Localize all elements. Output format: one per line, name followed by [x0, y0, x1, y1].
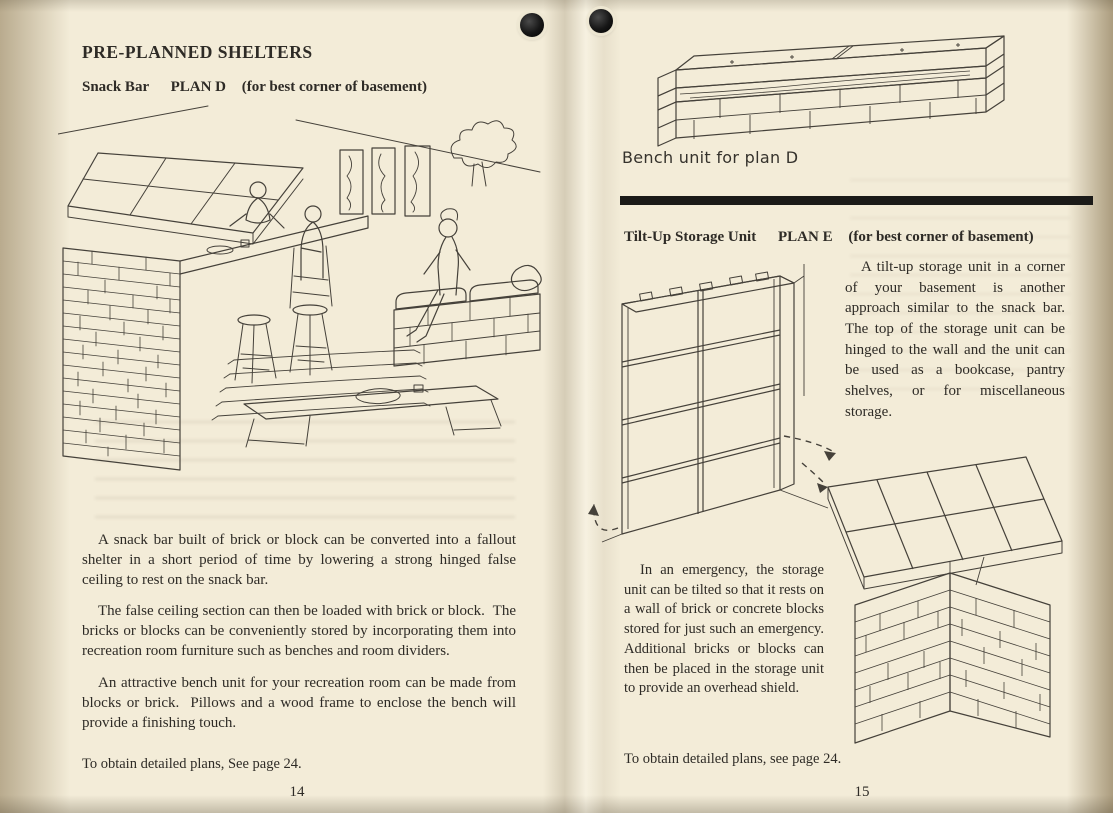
plan-e-heading-note: (for best corner of basement)	[848, 229, 1034, 245]
section-title: PRE-PLANNED SHELTERS	[82, 42, 313, 62]
snack-bar-scene-illustration	[58, 98, 546, 528]
storage-unit-upright-drawing	[588, 264, 836, 543]
bench-unit-drawing	[657, 35, 1005, 147]
page-number-15: 15	[854, 784, 870, 800]
plans-note-right: To obtain detailed plans, see page 24.	[624, 751, 842, 767]
hole-punch-icon	[520, 13, 544, 37]
bench-unit-illustration	[650, 14, 1015, 159]
plan-d-heading-name: Snack Bar	[82, 79, 149, 95]
plan-d-heading: Snack Bar PLAN D (for best corner of bas…	[82, 79, 427, 96]
storage-unit-upright-illustration	[588, 246, 848, 546]
plan-e-heading-plan: PLAN E	[777, 229, 833, 245]
plan-e-heading: Tilt-Up Storage Unit PLAN E (for best co…	[624, 229, 1034, 246]
paragraph-tilt-up: A tilt-up storage unit in a corner of yo…	[845, 259, 1073, 420]
body-text-emergency: In an emergency, the storage unit can be…	[624, 561, 824, 710]
storage-unit-tilted-drawing	[801, 456, 1063, 744]
snack-bar-scene-drawing	[58, 105, 542, 471]
paragraph-snack-bar-1: A snack bar built of brick or block can …	[82, 532, 520, 589]
plans-note-left: To obtain detailed plans, See page 24.	[82, 756, 302, 772]
bench-unit-caption: Bench unit for plan D	[622, 148, 799, 167]
plan-d-heading-note: (for best corner of basement)	[241, 79, 427, 95]
scan-edge-top	[0, 0, 1113, 12]
scan-edge-bottom	[0, 795, 1113, 813]
body-text: A snack bar built of brick or block can …	[82, 530, 516, 744]
paragraph-snack-bar-2: The false ceiling section can then be lo…	[82, 603, 520, 660]
plan-d-heading-plan: PLAN D	[170, 79, 226, 95]
paragraph-emergency: In an emergency, the storage unit can be…	[624, 562, 832, 697]
storage-unit-tilted-illustration	[800, 425, 1100, 755]
plan-e-heading-name: Tilt-Up Storage Unit	[624, 229, 757, 245]
page-number-14: 14	[289, 784, 305, 800]
section-divider-rule	[620, 196, 1093, 205]
hole-punch-icon	[589, 9, 613, 33]
paragraph-snack-bar-3: An attractive bench unit for your recrea…	[82, 674, 520, 731]
body-text-tilt-up: A tilt-up storage unit in a corner of yo…	[845, 257, 1065, 434]
